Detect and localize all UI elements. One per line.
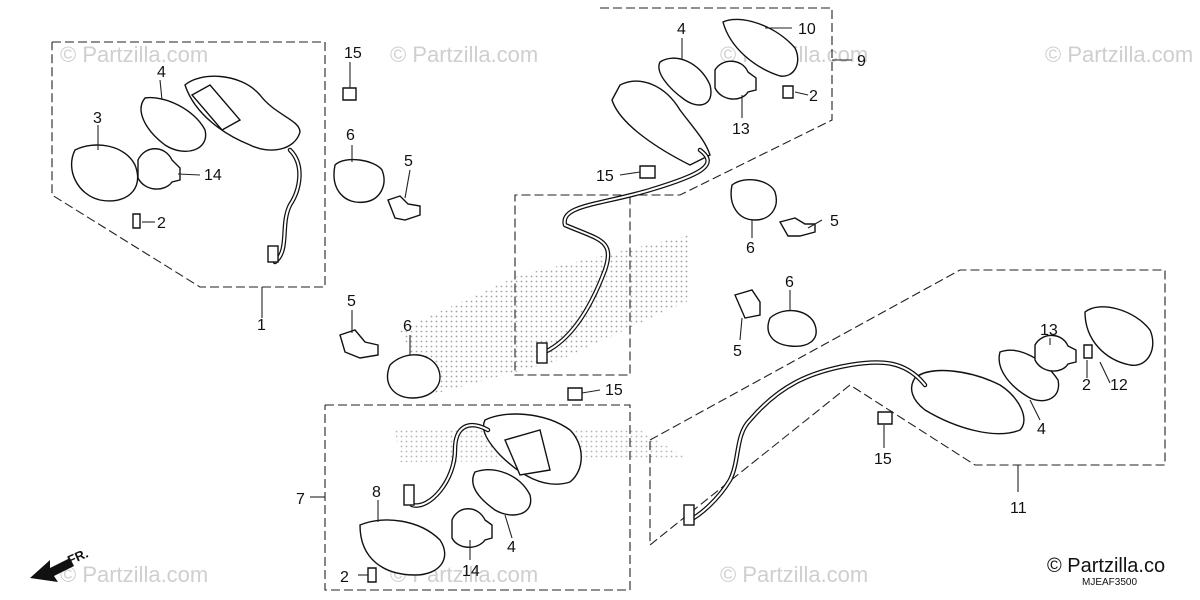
bulb <box>137 148 181 190</box>
watermark: © Partzilla.com <box>60 562 208 587</box>
callout-4: 4 <box>1037 421 1046 438</box>
callout-1: 1 <box>257 317 266 334</box>
watermark: © Partzilla.com <box>60 42 208 67</box>
wire-harness <box>687 360 928 523</box>
housing-ribs <box>190 84 242 131</box>
callout-14: 14 <box>204 167 222 184</box>
connector <box>536 342 548 364</box>
lens-gasket <box>140 96 207 153</box>
callout-2: 2 <box>1082 377 1091 394</box>
leader-lines <box>97 27 1111 576</box>
callout-5: 5 <box>733 343 742 360</box>
callout-4: 4 <box>677 21 686 38</box>
wire-harness <box>544 149 709 353</box>
callout-15: 15 <box>605 382 623 399</box>
watermark: © Partzilla.com <box>720 562 868 587</box>
group-box-7 <box>324 404 631 591</box>
callout-10: 10 <box>798 21 816 38</box>
diagram-code: MJEAF3500 <box>1082 577 1137 588</box>
callout-13: 13 <box>732 121 750 138</box>
screw <box>639 165 656 179</box>
callout-9: 9 <box>857 53 866 70</box>
callout-13: 13 <box>1040 322 1058 339</box>
callout-15: 15 <box>344 45 362 62</box>
wire-harness <box>274 149 301 263</box>
callout-4: 4 <box>507 539 516 556</box>
callout-3: 3 <box>93 110 102 127</box>
screw <box>1083 344 1093 359</box>
callout-12: 12 <box>1110 377 1128 394</box>
connector <box>683 504 695 526</box>
callout-2: 2 <box>340 569 349 586</box>
watermark: © Partzilla.com <box>390 42 538 67</box>
mount-collar <box>734 289 761 319</box>
turn-signal-housing <box>611 80 711 166</box>
bulb <box>714 60 757 100</box>
turn-signal-lens <box>359 519 446 576</box>
screw <box>132 213 141 229</box>
mount-collar <box>339 329 379 359</box>
rubber-mount <box>767 309 817 347</box>
watermark: © Partzilla.com <box>1045 42 1193 67</box>
callout-14: 14 <box>462 563 480 580</box>
wire-harness <box>272 147 302 265</box>
wire-harness <box>689 361 926 521</box>
shading <box>400 235 690 395</box>
screw <box>782 85 794 99</box>
callout-6: 6 <box>785 274 794 291</box>
callout-8: 8 <box>372 484 381 501</box>
callout-15: 15 <box>874 451 892 468</box>
copyright-text: © Partzilla.co <box>1047 555 1165 577</box>
turn-signal-housing <box>910 369 1025 435</box>
callout-6: 6 <box>746 240 755 257</box>
screw <box>567 387 583 401</box>
rubber-mount <box>730 178 777 221</box>
rubber-mount <box>333 158 385 204</box>
rubber-mount <box>386 354 441 399</box>
callout-7: 7 <box>296 491 305 508</box>
callout-11: 11 <box>1010 500 1027 517</box>
turn-signal-lens <box>70 144 139 202</box>
bulb <box>1034 334 1077 372</box>
group-box-9 <box>514 7 833 376</box>
connector <box>403 484 415 506</box>
callout-6: 6 <box>346 127 355 144</box>
callout-15: 15 <box>596 168 614 185</box>
turn-signal-lens <box>722 18 799 77</box>
callout-2: 2 <box>809 88 818 105</box>
housing-ribs <box>504 429 551 476</box>
lens-gasket <box>998 349 1060 402</box>
callout-5: 5 <box>830 213 839 230</box>
screw <box>342 87 357 101</box>
lens-gasket <box>472 469 532 516</box>
callout-6: 6 <box>403 318 412 335</box>
callout-2: 2 <box>157 215 166 232</box>
screw <box>877 411 893 425</box>
wire-harness <box>411 424 489 507</box>
lens-gasket <box>658 57 712 106</box>
connector <box>267 245 279 263</box>
mount-collar <box>778 217 816 237</box>
turn-signal-lens <box>1084 306 1154 366</box>
callout-5: 5 <box>347 293 356 310</box>
callout-5: 5 <box>404 153 413 170</box>
mount-collar <box>387 195 421 221</box>
bulb <box>451 508 493 548</box>
callout-4: 4 <box>157 64 166 81</box>
screw <box>367 567 377 583</box>
